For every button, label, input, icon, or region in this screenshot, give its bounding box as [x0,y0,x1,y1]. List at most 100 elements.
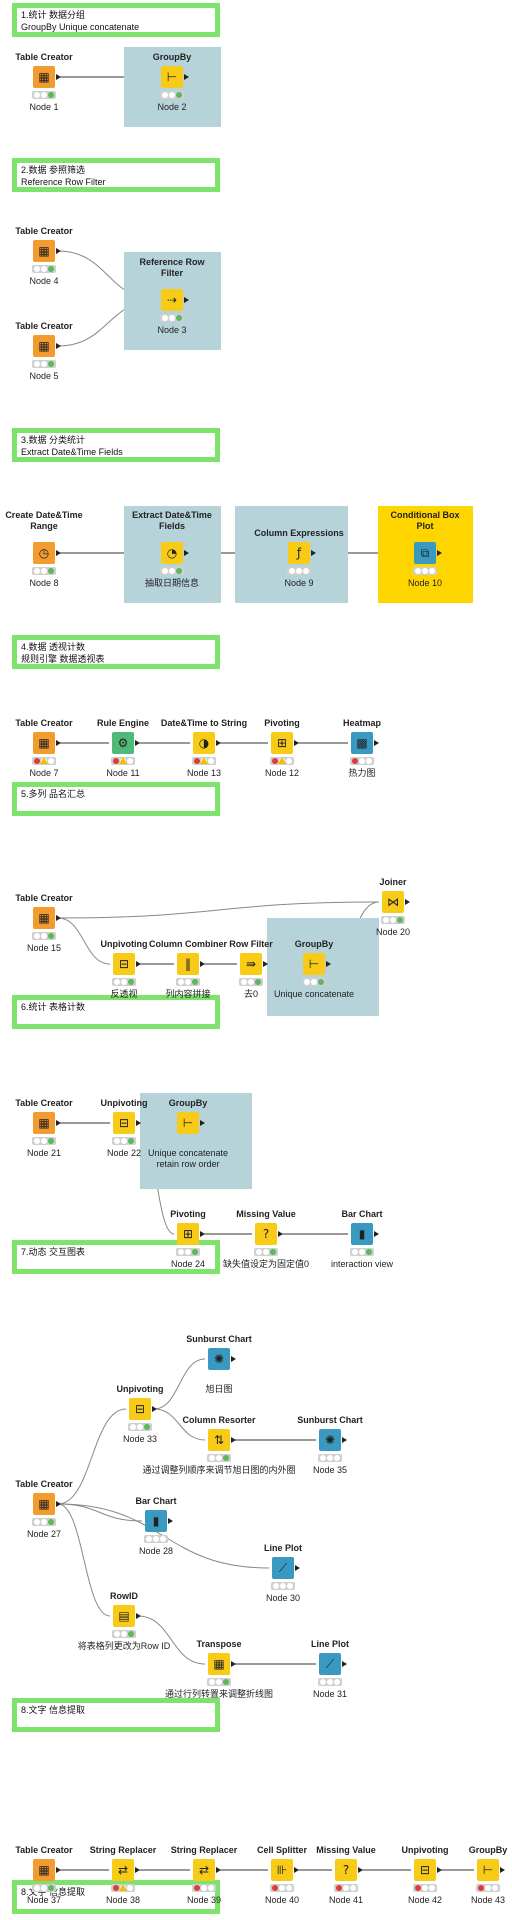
output-port[interactable] [294,740,299,746]
node-n11[interactable]: ⚙ [112,732,134,754]
output-port[interactable] [263,961,268,967]
output-port[interactable] [168,1518,173,1524]
output-port[interactable] [342,1437,347,1443]
output-port[interactable] [231,1437,236,1443]
node-n7[interactable]: ▦ [33,732,55,754]
connection-edge[interactable] [137,1615,206,1665]
output-port[interactable] [216,1867,221,1873]
output-port[interactable] [184,550,189,556]
node-n28[interactable]: ▮ [145,1510,167,1532]
node-n20[interactable]: ⋈ [382,891,404,913]
node-n43[interactable]: ⊢ [477,1859,499,1881]
node-nh[interactable]: ▩ [351,732,373,754]
output-port[interactable] [294,1867,299,1873]
connection-edge[interactable] [153,1408,206,1441]
output-port[interactable] [405,899,410,905]
node-n27[interactable]: ▦ [33,1493,55,1515]
node-n21[interactable]: ▦ [33,1112,55,1134]
connection-edge[interactable] [57,1503,143,1522]
output-port[interactable] [135,1867,140,1873]
section-annotation-s6[interactable]: 6.统计 表格计数 [12,995,220,1029]
output-port[interactable] [136,961,141,967]
section-annotation-s8a[interactable]: 8.文字 信息提取 [12,1698,220,1732]
node-n22[interactable]: ⊟ [113,1112,135,1134]
section-annotation-s5[interactable]: 5.多列 品名汇总 [12,782,220,816]
node-n39[interactable]: ⇄ [193,1859,215,1881]
node-n38[interactable]: ⇄ [112,1859,134,1881]
node-ntr[interactable]: ▦ [208,1653,230,1675]
node-n37[interactable]: ▦ [33,1859,55,1881]
node-nu1[interactable]: ⊟ [113,953,135,975]
output-port[interactable] [56,740,61,746]
node-n24[interactable]: ⊞ [177,1223,199,1245]
annotation-box[interactable] [140,1093,252,1189]
output-port[interactable] [295,1565,300,1571]
node-n30[interactable]: ⟋ [272,1557,294,1579]
output-port[interactable] [231,1356,236,1362]
node-n35[interactable]: ✺ [319,1429,341,1451]
node-ncc[interactable]: ‖ [177,953,199,975]
connection-edge[interactable] [57,1503,111,1617]
output-port[interactable] [56,550,61,556]
node-n15[interactable]: ▦ [33,907,55,929]
node-n10[interactable]: ⧉ [414,542,436,564]
output-port[interactable] [200,1120,205,1126]
output-port[interactable] [200,1231,205,1237]
node-ngb5[interactable]: ⊢ [303,953,325,975]
output-port[interactable] [500,1867,505,1873]
node-n8[interactable]: ◷ [33,542,55,564]
node-nrf[interactable]: ⇛ [240,953,262,975]
output-port[interactable] [56,343,61,349]
node-nrid[interactable]: ▤ [113,1605,135,1627]
output-port[interactable] [374,1231,379,1237]
connection-edge[interactable] [153,1358,206,1410]
node-n33[interactable]: ⊟ [129,1398,151,1420]
node-nbc[interactable]: ▮ [351,1223,373,1245]
output-port[interactable] [216,740,221,746]
node-n31[interactable]: ⟋ [319,1653,341,1675]
node-n12[interactable]: ⊞ [271,732,293,754]
node-n9[interactable]: ƒ [288,542,310,564]
connection-edge[interactable] [57,917,111,965]
connection-edge[interactable] [57,1408,127,1505]
output-port[interactable] [437,550,442,556]
output-port[interactable] [136,1613,141,1619]
output-port[interactable] [136,1120,141,1126]
output-port[interactable] [56,248,61,254]
output-port[interactable] [56,1867,61,1873]
node-n5[interactable]: ▦ [33,335,55,357]
output-port[interactable] [200,961,205,967]
output-port[interactable] [184,74,189,80]
output-port[interactable] [374,740,379,746]
node-ncr[interactable]: ⇅ [208,1429,230,1451]
output-port[interactable] [231,1661,236,1667]
node-n41[interactable]: ? [335,1859,357,1881]
node-nmv[interactable]: ? [255,1223,277,1245]
node-n13[interactable]: ◑ [193,732,215,754]
output-port[interactable] [184,297,189,303]
output-port[interactable] [56,74,61,80]
node-n4[interactable]: ▦ [33,240,55,262]
node-nsb1[interactable]: ✺ [208,1348,230,1370]
node-n40[interactable]: ⊪ [271,1859,293,1881]
section-annotation-s4[interactable]: 4.数据 透视计数规则引擎 数据透视表 [12,635,220,669]
output-port[interactable] [56,1120,61,1126]
output-port[interactable] [311,550,316,556]
output-port[interactable] [326,961,331,967]
output-port[interactable] [342,1661,347,1667]
connection-edge[interactable] [57,901,380,919]
output-port[interactable] [358,1867,363,1873]
node-n42[interactable]: ⊟ [414,1859,436,1881]
output-port[interactable] [56,1501,61,1507]
node-n3[interactable]: ⇢ [161,289,183,311]
output-port[interactable] [56,915,61,921]
output-port[interactable] [437,1867,442,1873]
node-n1[interactable]: ▦ [33,66,55,88]
section-annotation-s7[interactable]: 7.动态 交互图表 [12,1240,220,1274]
node-ngb6[interactable]: ⊢ [177,1112,199,1134]
node-n2[interactable]: ⊢ [161,66,183,88]
